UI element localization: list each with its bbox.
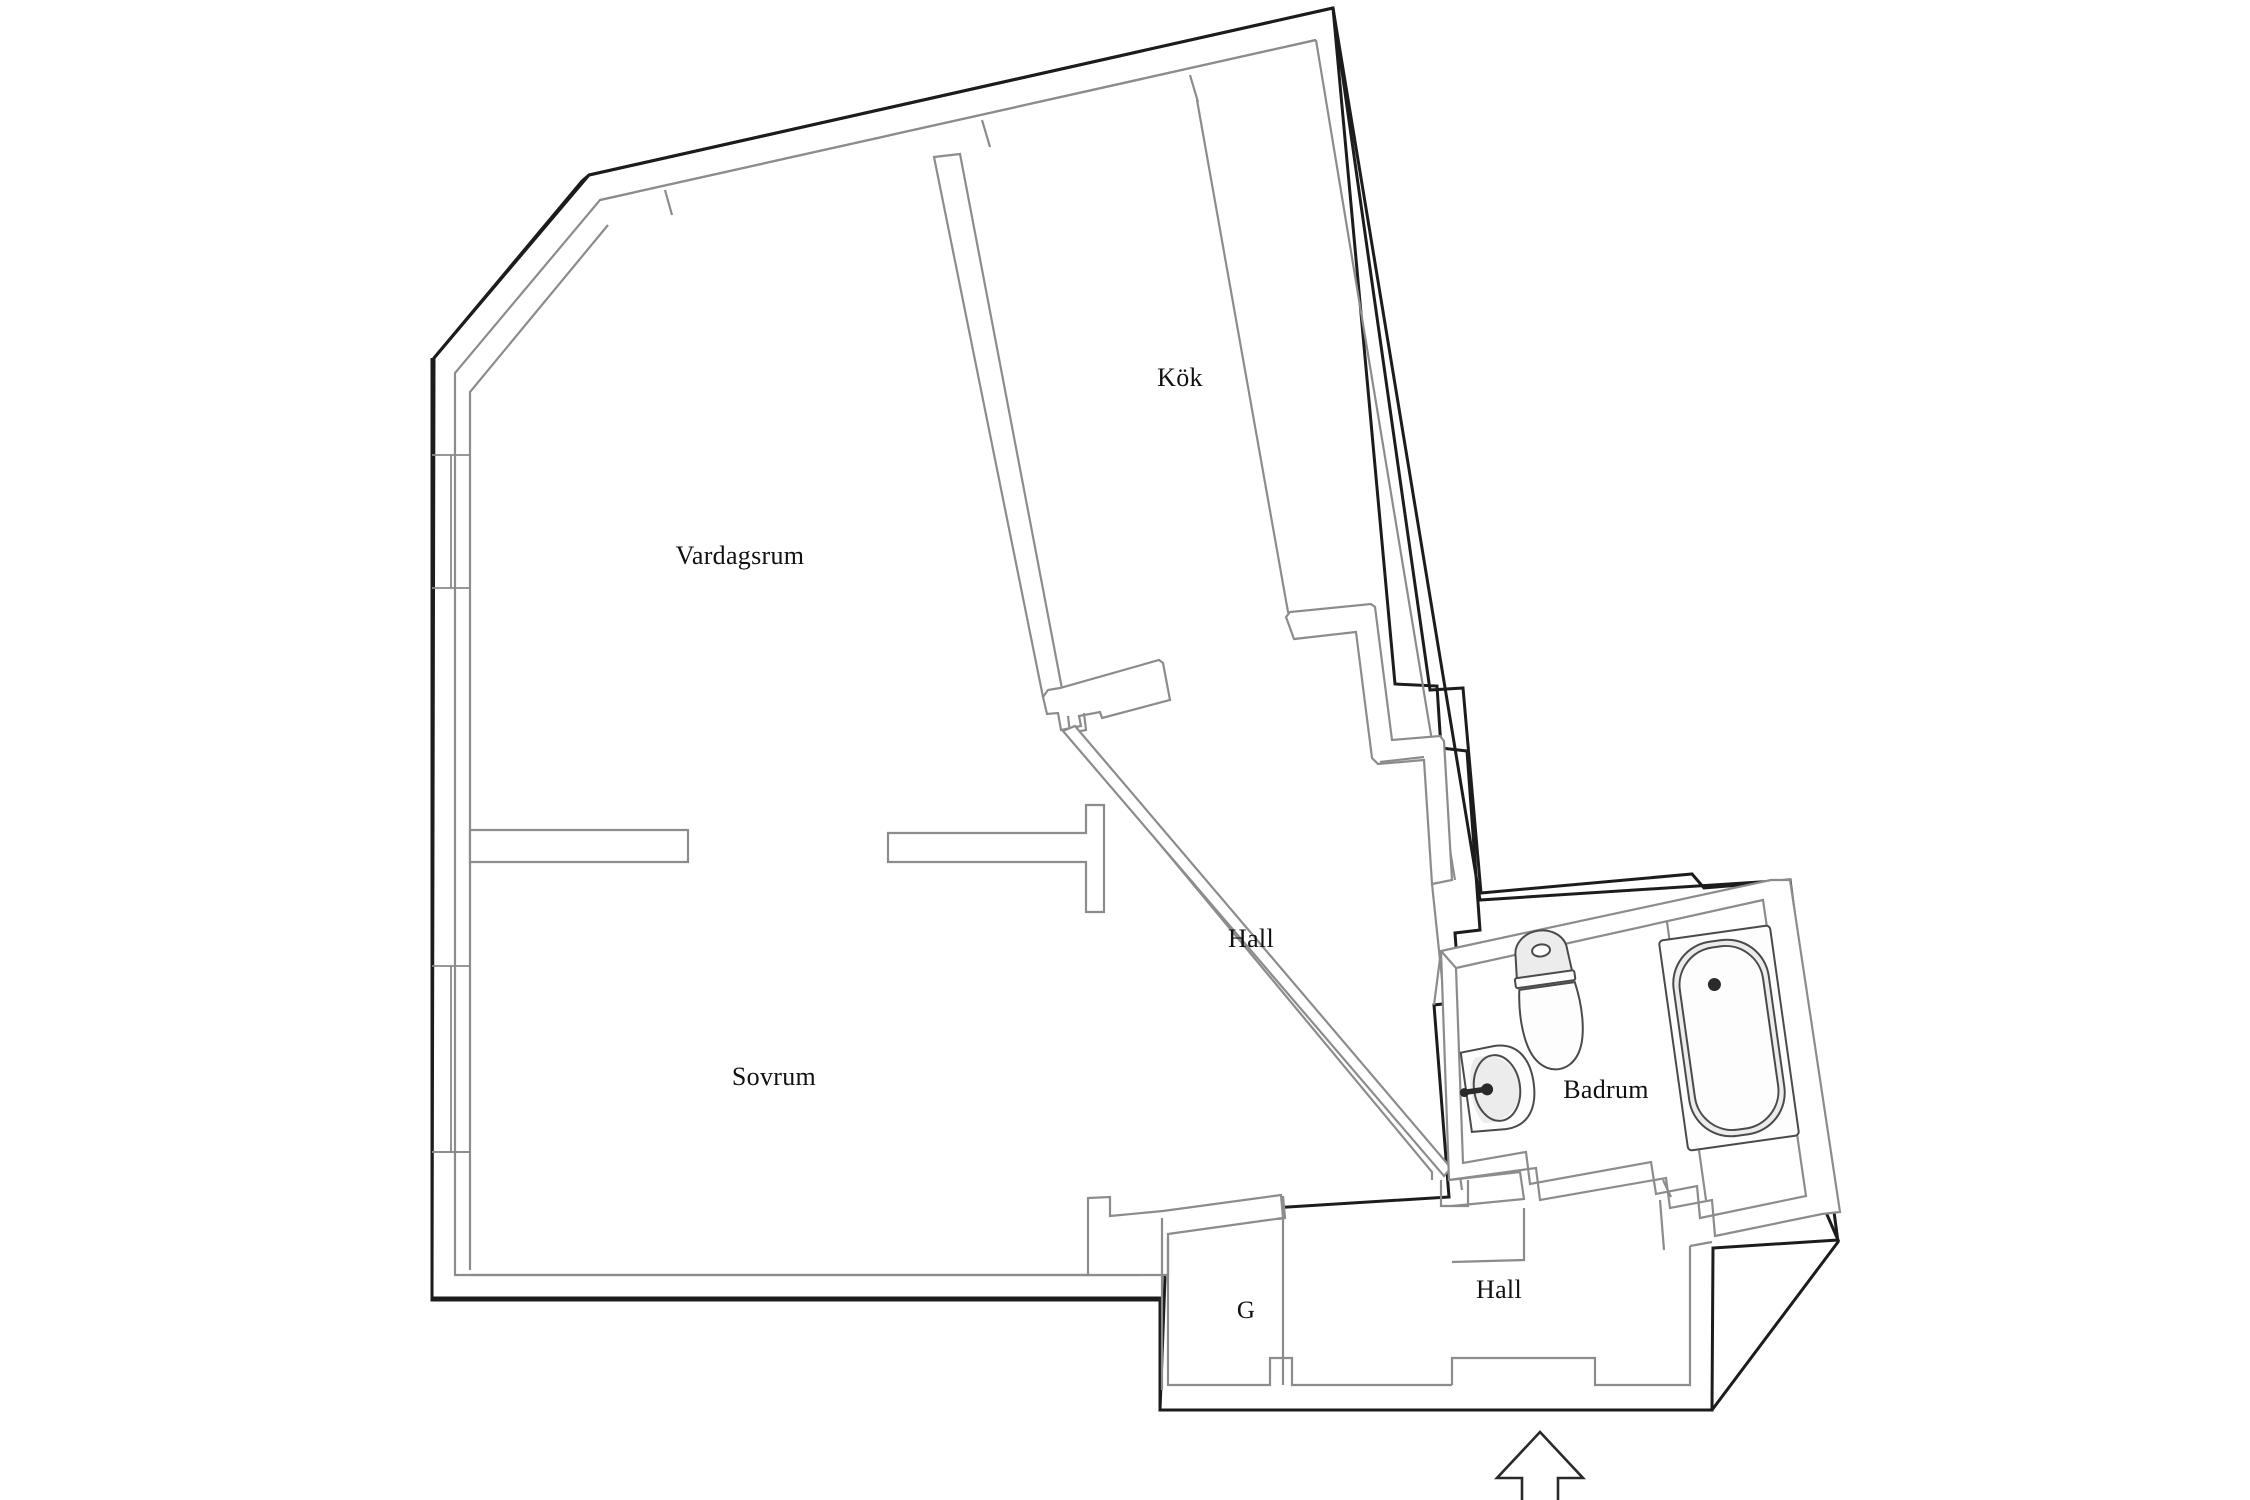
entrance-direction-arrow (1494, 1430, 1586, 1500)
window-group-top-wall (599, 38, 1317, 216)
kitchen-walls (932, 99, 1293, 735)
bathtub-fixture (1658, 924, 1800, 1152)
sink-faucet (1464, 1086, 1487, 1095)
room-label-hall-upper: Hall (1228, 924, 1274, 953)
window-group-left-wall (432, 454, 470, 1153)
room-label-badrum: Badrum (1563, 1075, 1649, 1104)
sink-drain (1481, 1083, 1494, 1096)
toilet-flush-button (1531, 943, 1551, 958)
kitchen-right-notch (1284, 602, 1454, 886)
room-label-garderob: G (1236, 1297, 1256, 1324)
room-label-vardagsrum: Vardagsrum (675, 541, 805, 570)
closet-walls (1160, 1218, 1452, 1390)
sink-fixture (1459, 1044, 1536, 1133)
room-label-sovrum: Sovrum (731, 1062, 817, 1091)
living-bedroom-partition (468, 803, 1106, 914)
upper-hall-edges (1432, 950, 1470, 1208)
lower-hall-walls (1160, 1199, 1713, 1412)
toilet-fixture (1513, 929, 1584, 1071)
room-label-kok: Kök (1157, 363, 1203, 392)
exterior-wall-left-bottom (430, 6, 1334, 1302)
bathtub-drain (1707, 978, 1721, 992)
room-label-hall-lower: Hall (1476, 1275, 1522, 1304)
bedroom-lower-walls (470, 1193, 1287, 1277)
